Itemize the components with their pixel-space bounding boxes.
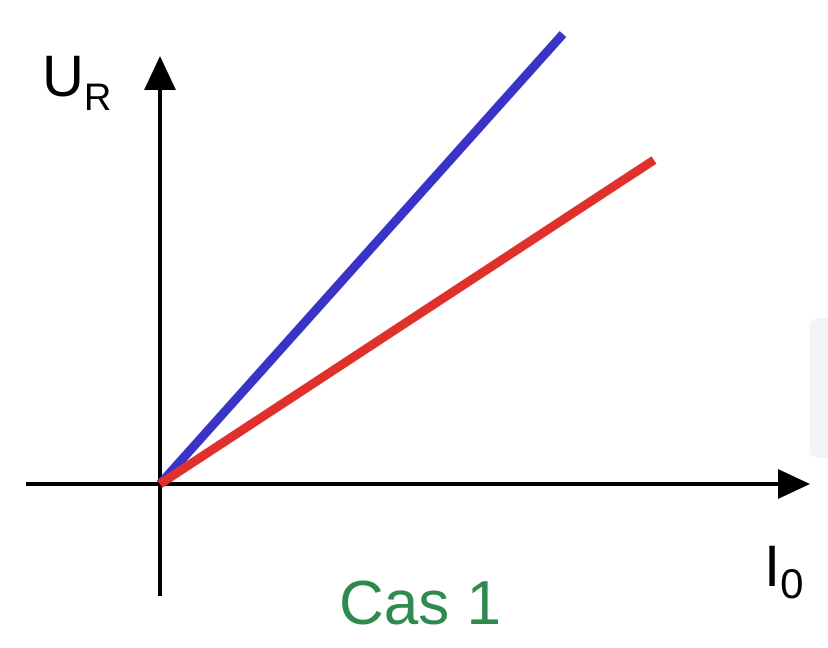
y-axis-label-sub: R <box>84 77 111 119</box>
x-axis-arrow-icon <box>778 469 810 499</box>
x-axis-label: I0 <box>764 534 803 607</box>
y-axis-label: UR <box>42 44 111 119</box>
side-panel-edge <box>810 318 828 458</box>
chart-caption: Cas 1 <box>339 569 501 638</box>
x-axis-label-sub: 0 <box>780 560 803 607</box>
y-axis-arrow-icon <box>144 56 176 90</box>
series-line-2 <box>157 156 657 488</box>
series-line-1 <box>156 30 567 488</box>
series-layer <box>156 30 657 488</box>
x-axis-label-main: I <box>764 534 780 599</box>
y-axis-label-main: U <box>42 44 84 109</box>
